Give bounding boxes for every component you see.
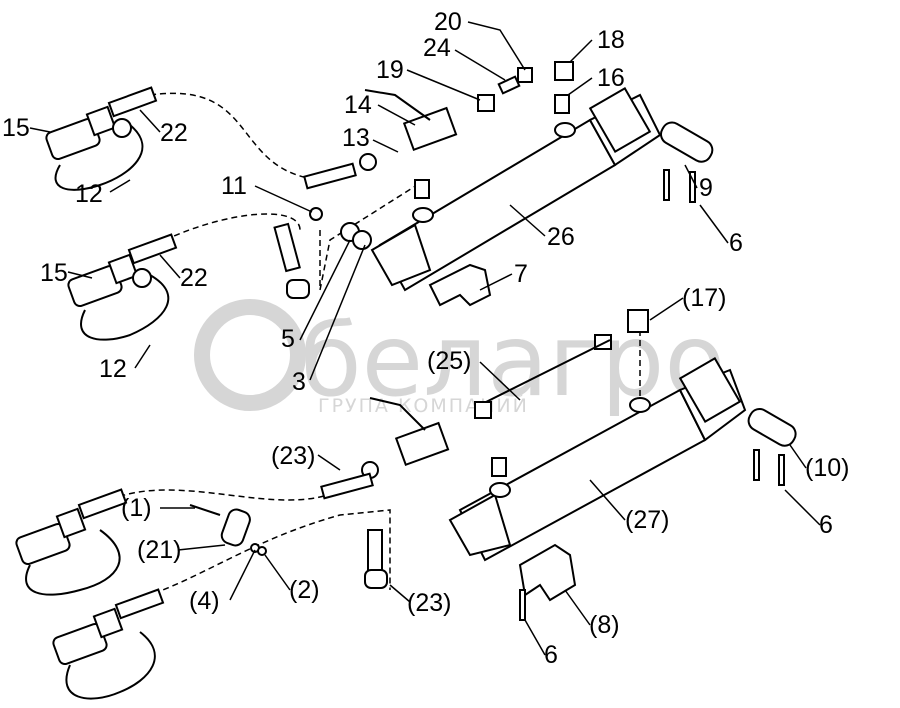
- label-22-middle: 22: [180, 264, 208, 292]
- label-13: 13: [342, 124, 370, 152]
- label-24: 24: [423, 34, 451, 62]
- valve-14-upper: [402, 106, 458, 152]
- label-7: 7: [514, 260, 528, 288]
- label-27: (27): [625, 506, 669, 534]
- label-2: (2): [289, 576, 320, 604]
- fittings: [189, 61, 649, 556]
- leader-lines: [29, 21, 821, 656]
- label-11: 11: [221, 172, 247, 200]
- cylinder-27: [448, 356, 747, 562]
- spring-pin-6c: [519, 589, 526, 621]
- hose-upper-3: [319, 179, 426, 291]
- valve-14-lower: [394, 421, 450, 467]
- bracket-7: [428, 263, 492, 307]
- spring-pin-6a-1: [663, 169, 670, 201]
- coupler-15-upper: [45, 86, 158, 191]
- hose-upper-2: [164, 213, 301, 241]
- label-15-middle: 15: [40, 259, 68, 287]
- valve-handle-upper: [364, 89, 431, 121]
- label-20: 20: [434, 8, 462, 36]
- label-8: (8): [589, 611, 620, 639]
- label-6-lower: 6: [544, 641, 558, 669]
- label-16: 16: [597, 64, 625, 92]
- label-17: (17): [682, 284, 726, 312]
- pin-9: [660, 121, 714, 163]
- coupler-lower-2: [52, 588, 165, 700]
- label-19: 19: [376, 56, 404, 84]
- label-14: 14: [344, 91, 372, 119]
- label-22-upper: 22: [160, 119, 188, 147]
- label-4: (4): [189, 587, 220, 615]
- label-23-upper: (23): [271, 442, 315, 470]
- coupler-lower-1: [15, 488, 128, 596]
- label-12-middle: 12: [99, 355, 127, 383]
- hose-ends: [273, 162, 388, 589]
- watermark-logo: белагро ГРУПА КОМПАНИЙ: [194, 299, 726, 419]
- label-1: (1): [121, 494, 152, 522]
- label-12-upper: 12: [75, 180, 103, 208]
- label-18: 18: [597, 26, 625, 54]
- label-15-upper: 15: [2, 114, 30, 142]
- label-3: 3: [292, 368, 306, 396]
- label-25: (25): [427, 347, 471, 375]
- spring-pin-6b-2: [778, 454, 785, 486]
- hose-lower-2: [134, 509, 391, 601]
- bracket-8: [518, 543, 577, 602]
- hose-lower-1: [109, 489, 341, 501]
- label-5: 5: [281, 325, 295, 353]
- label-21: (21): [137, 536, 181, 564]
- coupler-15-middle: [67, 233, 178, 341]
- valve-handle-lower: [369, 397, 426, 431]
- cylinder-26: [370, 86, 662, 292]
- label-6-lower-right: 6: [819, 511, 833, 539]
- label-6-upper: 6: [729, 229, 743, 257]
- label-26: 26: [547, 223, 575, 251]
- watermark-brand: белагро: [300, 302, 726, 419]
- label-9: 9: [699, 174, 713, 202]
- pin-10: [747, 407, 797, 447]
- hose-upper-1: [149, 92, 321, 181]
- label-23-lower: (23): [407, 589, 451, 617]
- spring-pin-6b-1: [753, 449, 760, 481]
- spring-pin-6a-2: [689, 171, 696, 203]
- part-labels: 20 18 24 19 16 14 15 22 13 11 9 12 26 6 …: [2, 8, 849, 669]
- label-10: (10): [805, 454, 849, 482]
